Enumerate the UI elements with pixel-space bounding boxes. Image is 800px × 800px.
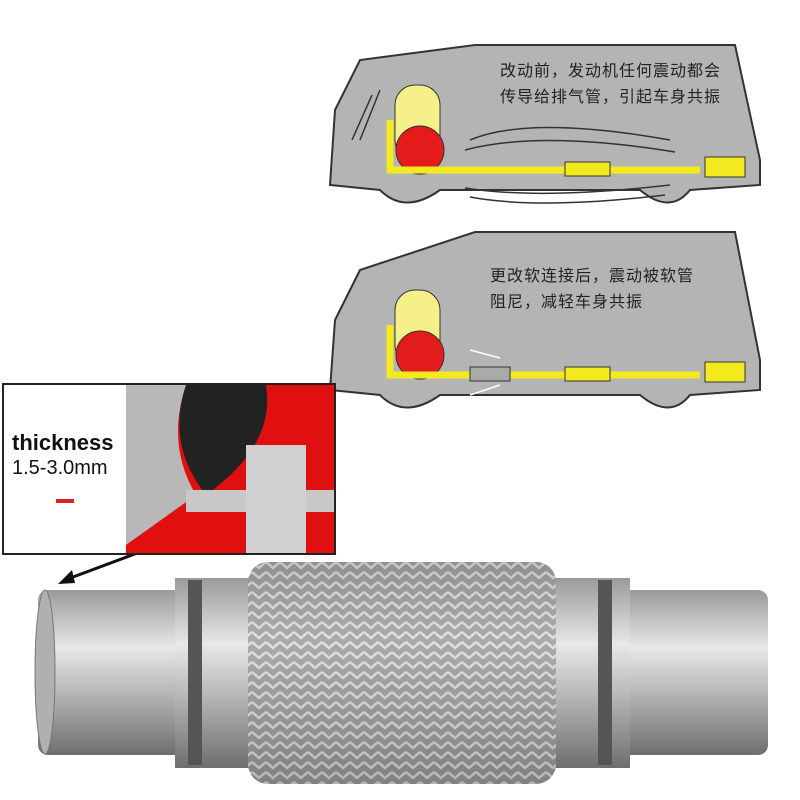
car-diagram-after <box>328 231 761 409</box>
caption-after-line2: 阻尼，减轻车身共振 <box>490 292 644 311</box>
flex-pipe <box>34 562 768 784</box>
arrow <box>64 550 141 582</box>
caliper-photo <box>126 385 334 553</box>
thickness-inset: thickness 1.5-3.0mm <box>2 383 336 555</box>
caption-before-line1: 改动前，发动机任何震动都会 <box>500 61 722 80</box>
caption-before-line2: 传导给排气管，引起车身共振 <box>500 87 722 106</box>
thickness-label: thickness <box>12 430 114 455</box>
caption-after-line1: 更改软连接后，震动被软管 <box>490 266 695 285</box>
thickness-value: 1.5-3.0mm <box>12 457 108 479</box>
car-diagram-before <box>328 44 761 204</box>
red-dash <box>56 499 74 503</box>
